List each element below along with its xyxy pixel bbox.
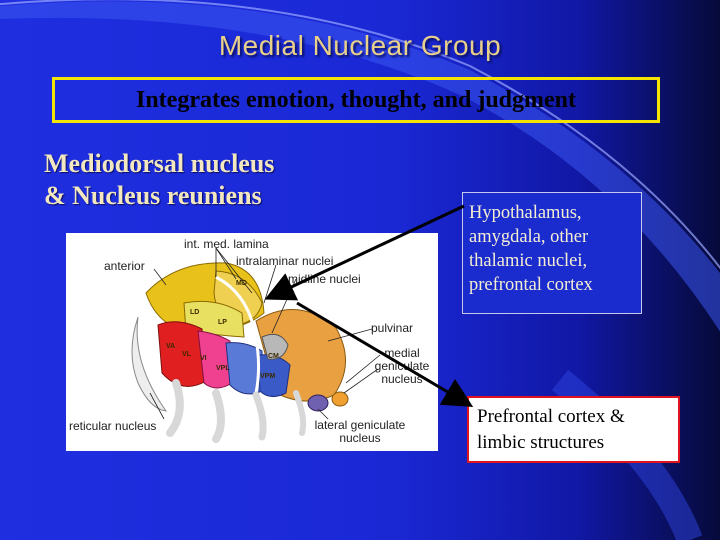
output-arrow <box>297 303 468 404</box>
input-arrow <box>270 206 464 297</box>
